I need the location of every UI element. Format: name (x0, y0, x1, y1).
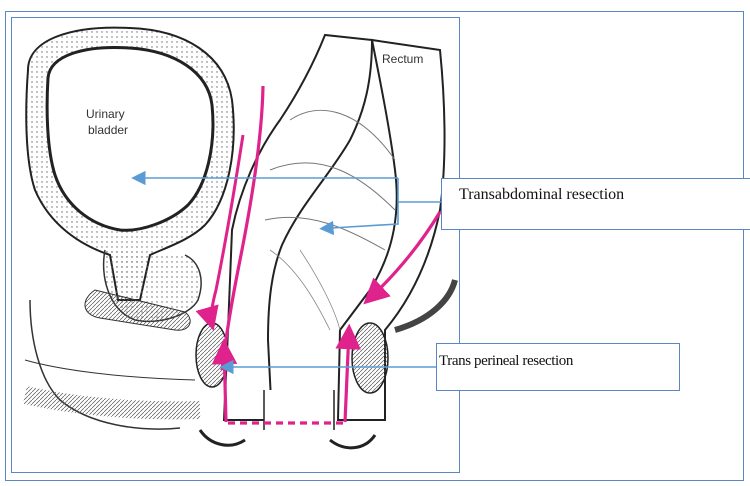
rectum-label: Rectum (382, 52, 423, 66)
transperineal-resection-label: Trans perineal resection (436, 343, 680, 391)
rectum-body (224, 35, 445, 430)
bladder-label-line1: Urinary (86, 107, 125, 121)
bladder-label-line2: bladder (88, 123, 128, 137)
prostate-region (25, 250, 201, 429)
transabdominal-resection-label: Transabdominal resection (441, 178, 750, 230)
